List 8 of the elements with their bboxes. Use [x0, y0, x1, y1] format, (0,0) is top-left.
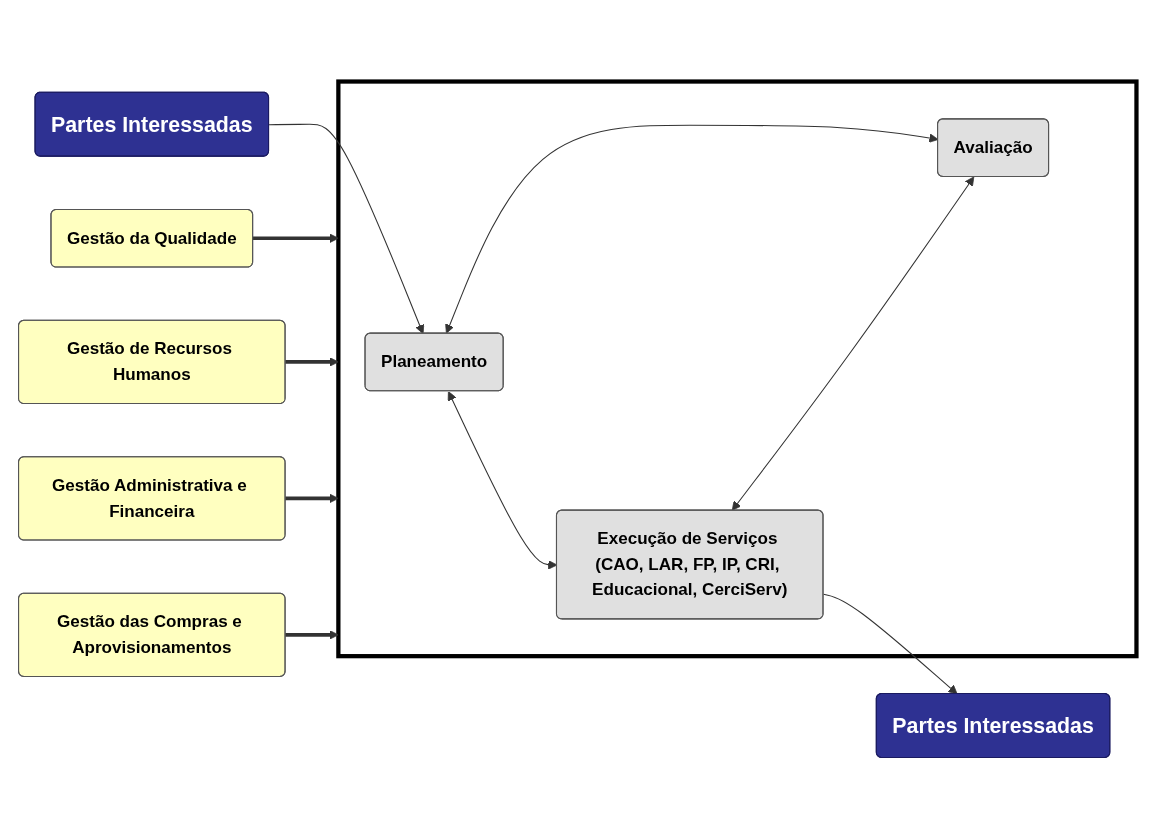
arrow [252, 233, 339, 243]
arrow [823, 593, 958, 695]
arrow [268, 123, 425, 335]
cluster [336, 79, 1139, 659]
arrow [285, 493, 339, 504]
arrow [285, 357, 339, 367]
arrow [731, 176, 975, 511]
arrow [285, 630, 339, 640]
